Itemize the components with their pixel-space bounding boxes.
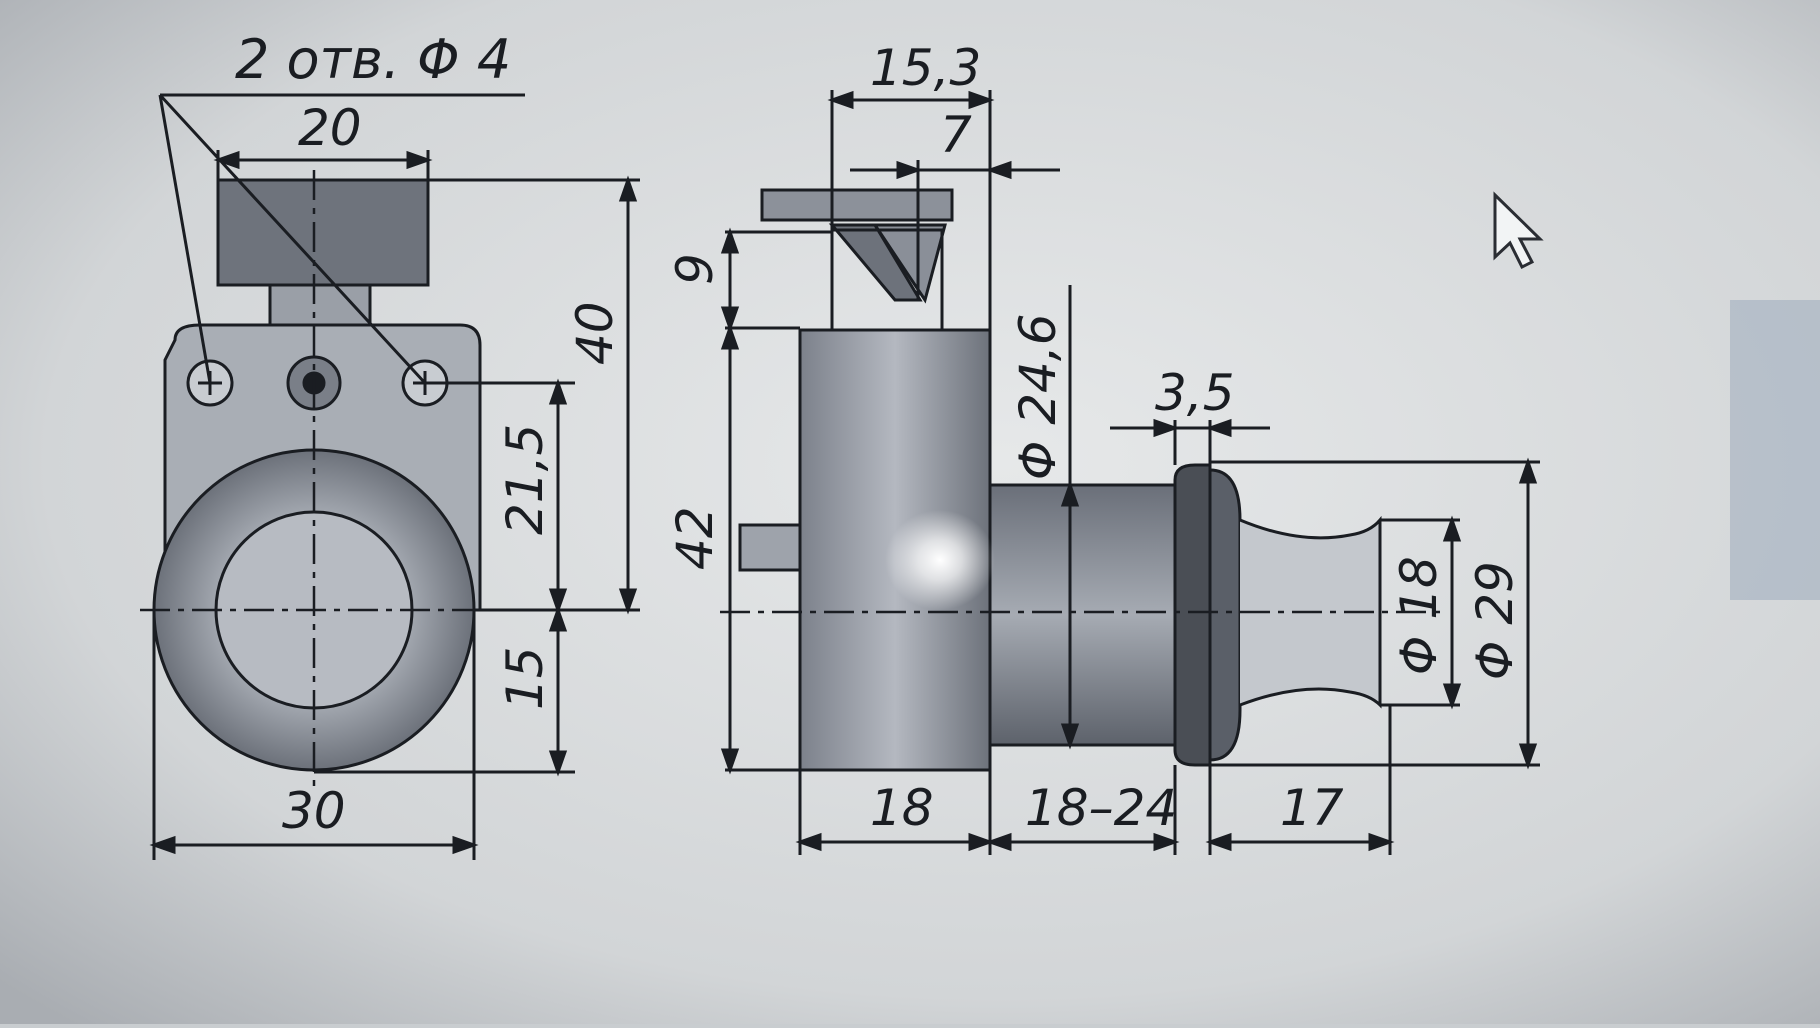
- front-view: [140, 93, 640, 860]
- dim-line-40: [428, 178, 640, 612]
- dim-label-len-17: 17: [1280, 779, 1344, 837]
- side-cam-left: [828, 223, 923, 302]
- dim-line-15: [314, 610, 575, 774]
- side-dome: [1208, 468, 1242, 762]
- dim-label-len-18: 18: [870, 779, 934, 837]
- dim-label-21-5: 21,5: [496, 424, 554, 535]
- side-bezel: [1173, 463, 1212, 767]
- dim-label-3-5: 3,5: [1155, 364, 1235, 422]
- dia-label-18: Φ 18: [1390, 556, 1448, 675]
- dim-arrows-9: [720, 227, 740, 333]
- dim-label-30: 30: [282, 782, 346, 840]
- screen-glare: [885, 510, 995, 610]
- dim-arrows-21-5: [548, 378, 568, 615]
- dim-label-20: 20: [298, 99, 362, 157]
- dim-arrows-30: [149, 835, 479, 855]
- hole-leader-lines: [158, 93, 525, 385]
- side-pin: [738, 523, 802, 572]
- dim-label-40: 40: [566, 301, 624, 365]
- dim-arrows-15: [548, 605, 568, 777]
- dim-line-15-3: [830, 90, 992, 330]
- background-blue-shape: [1730, 300, 1820, 600]
- dim-line-d18: [1380, 518, 1460, 707]
- front-top-block: [216, 178, 430, 287]
- dim-label-15: 15: [496, 646, 554, 710]
- dim-label-42: 42: [666, 506, 724, 570]
- side-lever: [760, 188, 954, 222]
- dim-arrows-d18: [1442, 515, 1462, 710]
- dim-arrows-7: [896, 160, 1012, 180]
- dim-line-d29: [1210, 460, 1540, 767]
- dim-line-42: [725, 328, 800, 772]
- dim-label-15-3: 15,3: [870, 39, 981, 97]
- side-sleeve: [988, 483, 1177, 747]
- dim-line-20: [216, 150, 430, 180]
- dim-ext-bottom: [798, 705, 1392, 855]
- side-cam-right: [872, 223, 947, 304]
- dim-arrows-20: [213, 150, 433, 170]
- dim-line-30: [152, 610, 476, 860]
- dim-line-7: [850, 160, 1060, 300]
- side-dia-arrows: [1060, 480, 1080, 750]
- dim-arrows-3-5: [1153, 418, 1232, 438]
- dim-label-7: 7: [940, 106, 972, 164]
- side-view: [720, 90, 1540, 855]
- dim-arrows-d29: [1518, 457, 1538, 770]
- dia-label-24-6: Φ 24,6: [1009, 313, 1067, 480]
- mouse-pointer-icon: [1493, 191, 1544, 270]
- dim-label-len-18-24: 18–24: [1025, 779, 1177, 837]
- dim-arrows-bottom: [795, 832, 1395, 852]
- dim-arrows-15-3: [827, 90, 995, 110]
- dim-label-9: 9: [666, 253, 724, 285]
- dim-arrows-42: [720, 323, 740, 775]
- front-centerlines: [140, 170, 490, 790]
- dia-label-29: Φ 29: [1466, 561, 1524, 680]
- dim-line-21-5: [437, 381, 575, 610]
- hole-note-label: 2 отв. Φ 4: [235, 28, 511, 91]
- dim-arrows-40: [618, 175, 638, 615]
